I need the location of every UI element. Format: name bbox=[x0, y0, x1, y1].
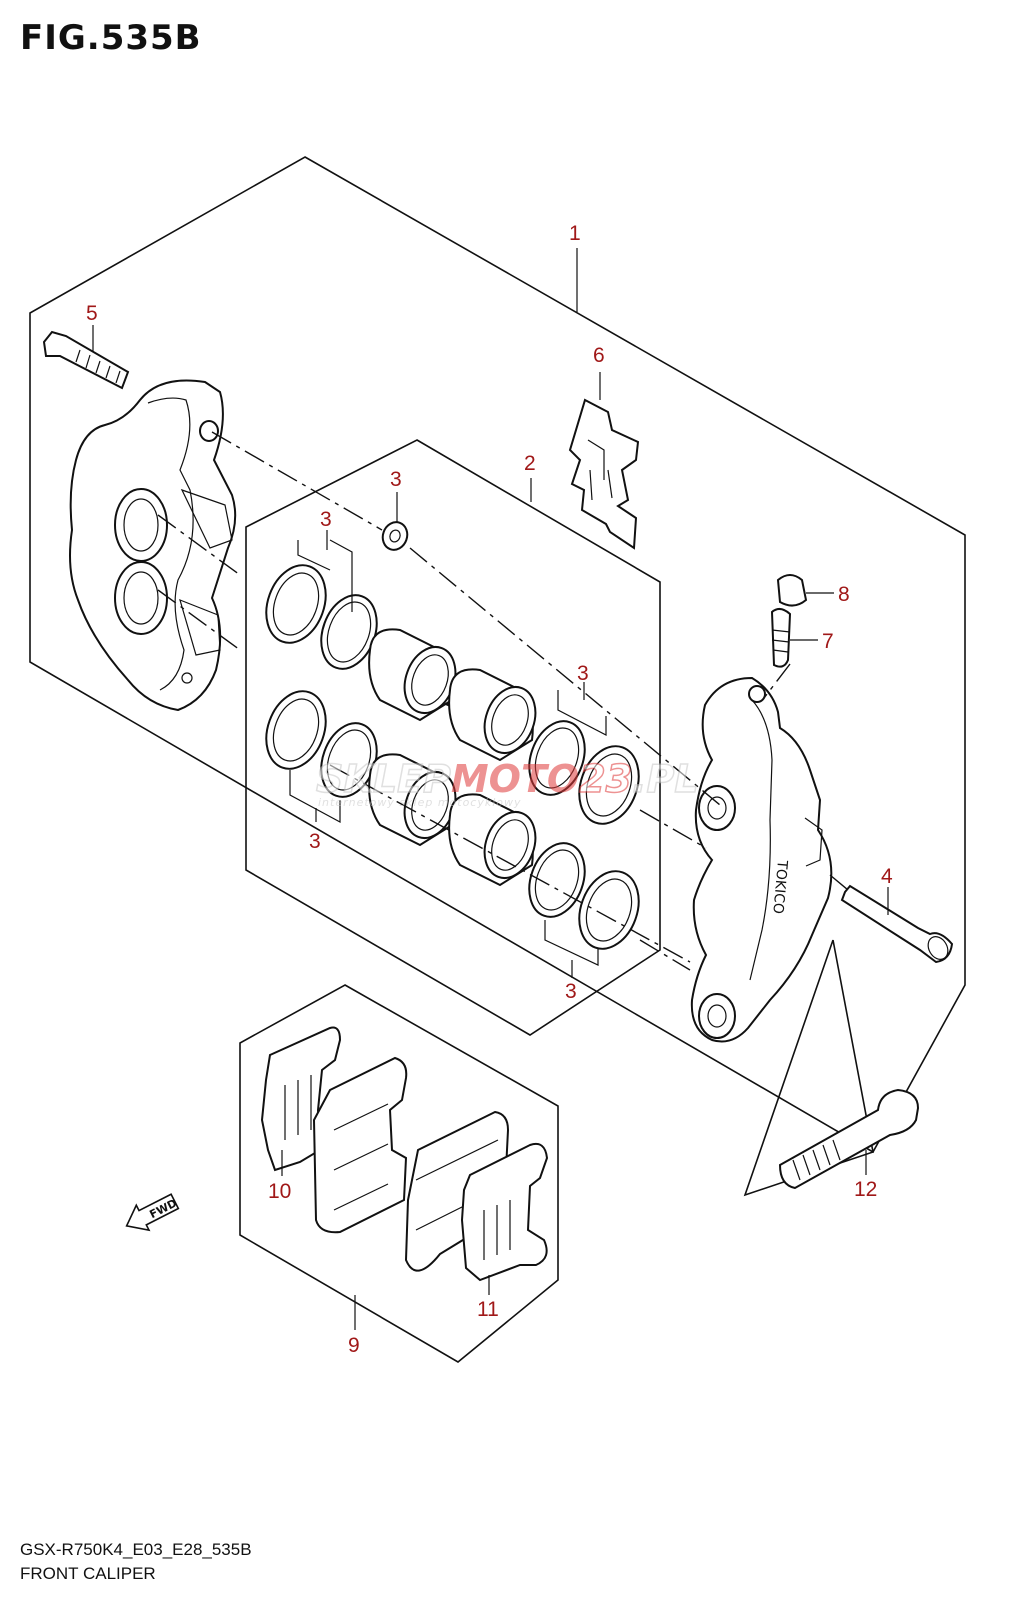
forward-arrow: FWD bbox=[125, 1193, 180, 1232]
figure-model-code: GSX-R750K4_E03_E28_535B bbox=[20, 1540, 252, 1559]
callout-7: 7 bbox=[822, 630, 834, 653]
watermark-tagline: internetowy sklep motocyklowy bbox=[318, 796, 522, 809]
callout-9: 9 bbox=[348, 1334, 360, 1357]
callout-6: 6 bbox=[593, 344, 605, 367]
svg-text:SKLEPMOTO23.PL: SKLEPMOTO23.PL bbox=[316, 757, 699, 801]
callout-1: 1 bbox=[569, 222, 581, 245]
watermark-brand-suffix: .PL bbox=[632, 757, 699, 801]
callout-11: 11 bbox=[477, 1298, 499, 1321]
callout-12: 12 bbox=[854, 1178, 877, 1201]
callout-10: 10 bbox=[268, 1180, 291, 1203]
seal-group-brackets bbox=[289, 539, 607, 966]
mounting-pin-4 bbox=[840, 884, 954, 964]
left-caliper-half bbox=[69, 379, 237, 712]
assembly-outline-2 bbox=[245, 439, 661, 1036]
callout-3: 3 bbox=[320, 508, 332, 531]
callout-numbers: 1 2 3 3 3 3 3 4 5 6 7 8 9 10 11 12 bbox=[86, 222, 893, 1357]
callout-8: 8 bbox=[838, 583, 850, 606]
callout-3: 3 bbox=[390, 468, 402, 491]
small-o-ring bbox=[381, 521, 409, 551]
watermark-brand-3: 23 bbox=[579, 757, 632, 801]
watermark-brand-1: SKLEP bbox=[316, 757, 451, 801]
leader-lines bbox=[92, 248, 889, 1330]
callout-3: 3 bbox=[565, 980, 577, 1003]
callout-3: 3 bbox=[309, 830, 321, 853]
watermark: SKLEPMOTO23.PL internetowy sklep motocyk… bbox=[315, 756, 699, 809]
callout-2: 2 bbox=[524, 452, 536, 475]
figure-title: FIG.535B bbox=[20, 18, 202, 58]
caliper-brand-marking: TOKICO bbox=[769, 859, 790, 915]
figure-name: FRONT CALIPER bbox=[20, 1564, 156, 1583]
assembly-axis-lines bbox=[157, 431, 849, 971]
callout-3: 3 bbox=[577, 662, 589, 685]
caliper-bolt-5 bbox=[42, 330, 130, 390]
bleeder-screw-7 bbox=[770, 608, 792, 668]
watermark-brand-2: MOTO bbox=[451, 757, 579, 801]
piston-seals bbox=[265, 564, 640, 950]
pad-shim-10 bbox=[260, 1026, 342, 1172]
bleeder-cap-8 bbox=[776, 574, 808, 607]
brake-pad-left bbox=[312, 1056, 408, 1234]
callout-5: 5 bbox=[86, 302, 98, 325]
pistons bbox=[368, 628, 537, 887]
mounting-bolt-12 bbox=[778, 1088, 920, 1190]
pad-spring-6 bbox=[568, 398, 640, 550]
pad-shim-11 bbox=[460, 1142, 549, 1282]
callout-4: 4 bbox=[881, 865, 893, 888]
assembly-outline-9 bbox=[239, 984, 559, 1363]
right-caliper-half: TOKICO bbox=[690, 676, 833, 1043]
